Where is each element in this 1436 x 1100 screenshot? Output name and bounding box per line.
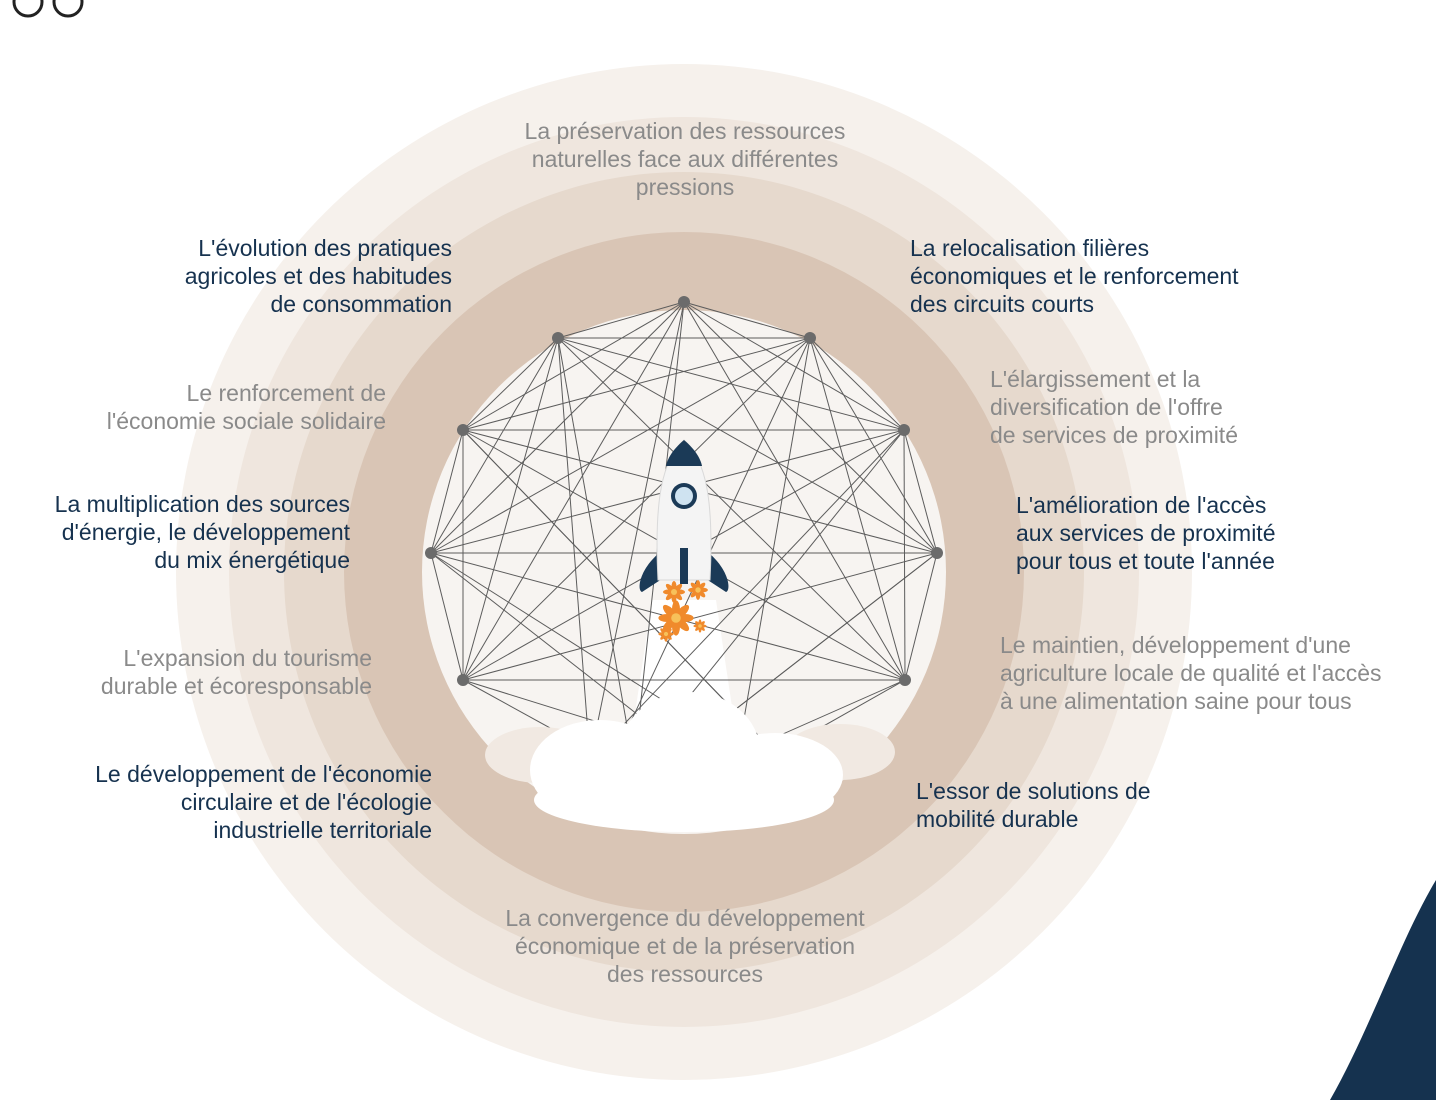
network-edge	[430, 301, 685, 554]
label-upper-right: La relocalisation filières économiques e…	[910, 235, 1239, 317]
network-node	[552, 332, 564, 344]
network-node	[898, 424, 910, 436]
network-edge	[430, 337, 559, 554]
rocket-icon	[639, 439, 729, 592]
network-edge	[683, 301, 905, 431]
label-left-3: La multiplication des sources d'énergie,…	[54, 491, 350, 573]
flower-center	[671, 613, 681, 623]
label-left-2: Le renforcement de l'économie sociale so…	[106, 380, 386, 434]
label-lower-right: L'essor de solutions de mobilité durable	[916, 778, 1151, 832]
network-edge	[903, 429, 906, 681]
network-edge	[809, 337, 906, 681]
corner-glyph-marks	[12, 0, 84, 18]
network-node	[457, 674, 469, 686]
flower-center	[695, 587, 701, 593]
label-top: La préservation des ressources naturelle…	[524, 118, 846, 200]
network-edge	[809, 337, 905, 431]
cloud-icon	[485, 692, 895, 832]
label-right-2: L'élargissement et la diversification de…	[990, 366, 1238, 448]
network-edge	[462, 552, 938, 681]
network-edge	[904, 552, 938, 681]
network-node	[899, 674, 911, 686]
label-right-3: L'amélioration de l'accès aux services d…	[1016, 492, 1276, 574]
network-edge	[557, 337, 938, 554]
label-upper-left: L'évolution des pratiques agricoles et d…	[184, 235, 452, 317]
network-node	[804, 332, 816, 344]
network-edge	[557, 301, 685, 339]
network-edge	[462, 337, 559, 431]
label-left-4: L'expansion du tourisme durable et écore…	[100, 645, 372, 699]
network-edge	[683, 301, 906, 681]
network-edge	[683, 301, 938, 554]
network-graph	[425, 296, 943, 769]
network-edge	[430, 552, 464, 681]
label-lower-left: Le développement de l'économie circulair…	[95, 761, 432, 843]
network-node	[425, 547, 437, 559]
network-node	[931, 547, 943, 559]
network-edge	[430, 337, 811, 554]
flower-center	[663, 631, 669, 637]
corner-shape	[1330, 880, 1436, 1100]
network-edge	[462, 301, 685, 431]
network-edge	[903, 429, 938, 554]
flower-flame-icon	[658, 580, 708, 642]
network-edge	[462, 337, 811, 431]
network-edge	[589, 301, 685, 761]
network-edge	[809, 337, 938, 554]
network-edge	[430, 429, 464, 554]
network-node	[457, 424, 469, 436]
network-node	[678, 296, 690, 308]
network-edge	[557, 337, 591, 761]
network-edge	[462, 301, 685, 681]
network-edge	[683, 301, 811, 339]
network-edge	[557, 337, 635, 766]
flower-center	[698, 624, 702, 628]
network-edge	[589, 429, 905, 761]
label-right-4: Le maintien, développement d'une agricul…	[1000, 632, 1382, 714]
flower-center	[671, 589, 677, 595]
network-edge	[557, 337, 905, 431]
network-edge	[735, 337, 811, 766]
network-edge	[462, 337, 559, 681]
label-bottom: La convergence du développement économiq…	[505, 905, 865, 987]
